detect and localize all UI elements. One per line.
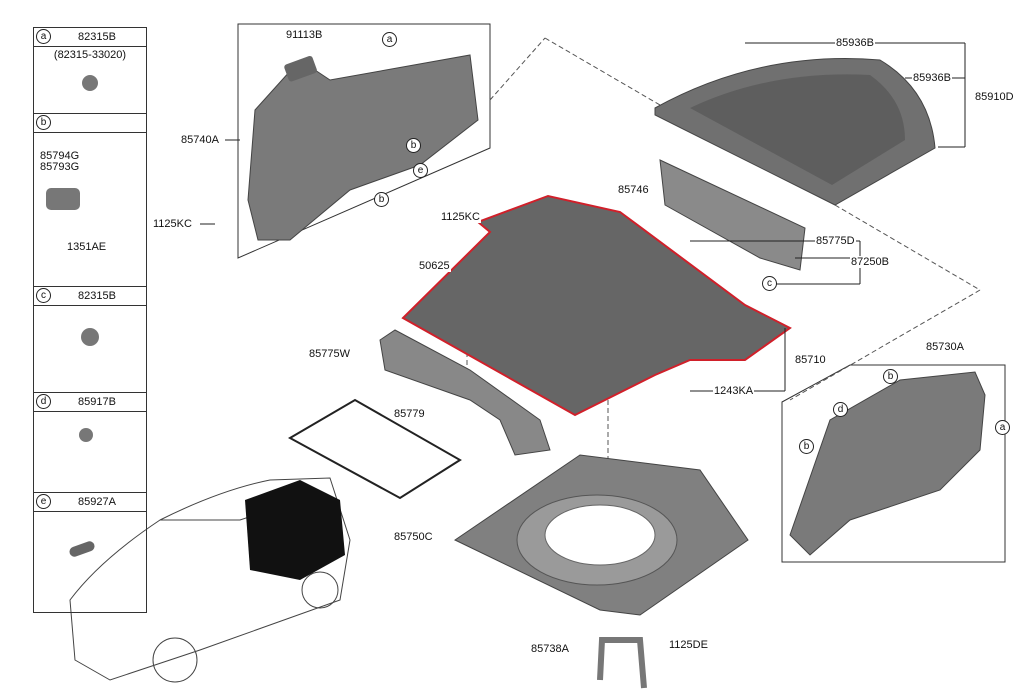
callout-d: d — [833, 402, 848, 417]
callout-c: c — [762, 276, 777, 291]
part-label-1243KA: 1243KA — [713, 385, 755, 397]
callout-e: e — [36, 494, 51, 509]
callout-b: b — [406, 138, 421, 153]
hook-icon — [79, 428, 93, 442]
part-label-1125DE: 1125DE — [668, 639, 709, 651]
callout-c: c — [36, 288, 51, 303]
transverse-trim-87250B — [659, 159, 806, 271]
luggage-board-85710 — [401, 194, 792, 417]
part-label-85730A: 85730A — [925, 341, 965, 353]
callout-a: a — [382, 32, 397, 47]
callout-e: e — [413, 163, 428, 178]
legend-label: 85793G — [40, 161, 80, 173]
callout-a: a — [36, 29, 51, 44]
part-label-85746: 85746 — [617, 184, 650, 196]
part-label-85779: 85779 — [393, 408, 426, 420]
part-label-1125KC: 1125KC — [152, 218, 193, 230]
part-label-85936B: 85936B — [912, 72, 952, 84]
legend-sub-a: (82315-33020) — [53, 49, 127, 61]
luggage-net-85779 — [287, 398, 462, 500]
fastener-pad-icon — [46, 188, 80, 210]
clip-icon — [81, 328, 99, 346]
luggage-side-trim-right — [789, 371, 986, 556]
callout-a: a — [995, 420, 1010, 435]
part-label-85936B: 85936B — [835, 37, 875, 49]
legend-part-a: 82315B — [78, 31, 116, 43]
car-highlight-area — [245, 480, 345, 580]
clip-icon — [82, 75, 98, 91]
callout-b: b — [799, 439, 814, 454]
part-label-85738A: 85738A — [530, 643, 570, 655]
part-label-85910D: 85910D — [974, 91, 1015, 103]
part-label-87250B: 87250B — [850, 256, 890, 268]
callout-d: d — [36, 394, 51, 409]
part-label-91113B: 91113B — [285, 29, 324, 41]
trim-85775W — [379, 329, 551, 456]
callout-b: b — [374, 192, 389, 207]
cover-91113B — [284, 55, 317, 82]
legend-part-d: 85917B — [78, 396, 116, 408]
part-label-85740A: 85740A — [180, 134, 220, 146]
legend-part-c: 82315B — [78, 290, 116, 302]
part-label-85775W: 85775W — [308, 348, 351, 360]
legend-label: 85794G — [40, 150, 80, 162]
legend-part-e: 85927A — [78, 496, 116, 508]
hook-icon — [68, 539, 96, 559]
bracket-85738A — [597, 637, 647, 689]
part-label-1125KC: 1125KC — [440, 211, 481, 223]
left-trim-box — [237, 23, 491, 259]
part-label-85775D: 85775D — [815, 235, 856, 247]
part-label-85750C: 85750C — [393, 531, 434, 543]
right-trim-box — [781, 364, 1006, 563]
callout-b: b — [883, 369, 898, 384]
part-label-50625: 50625 — [418, 260, 451, 272]
callout-b: b — [36, 115, 51, 130]
part-label-85710: 85710 — [794, 354, 827, 366]
legend-label: 1351AE — [67, 241, 107, 253]
